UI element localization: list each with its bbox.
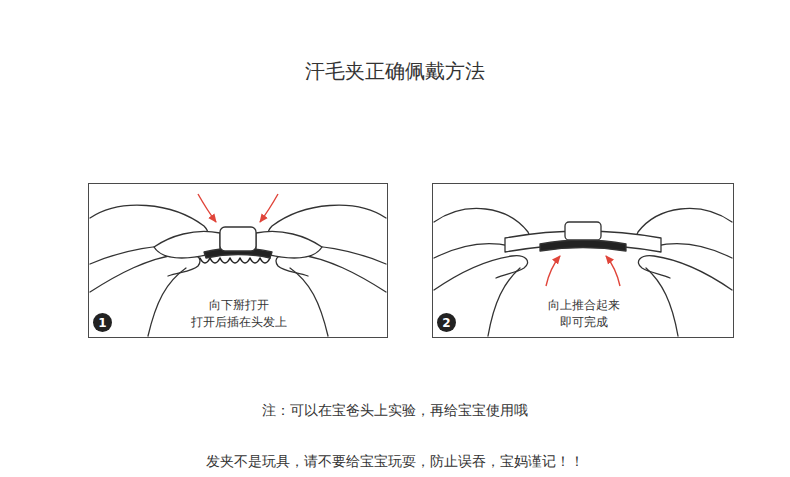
press-arrow <box>198 194 216 222</box>
left-palm <box>148 268 186 336</box>
clip-center <box>220 227 256 251</box>
step-panel: 向下掰打开 打开后插在头发上 1 <box>88 183 388 338</box>
press-arrow <box>260 194 278 222</box>
step-text: 向上推合起来 即可完成 <box>524 297 644 331</box>
left-thumb <box>434 256 528 290</box>
note: 注：可以在宝爸头上实验，再给宝宝使用哦 <box>262 402 528 420</box>
note: 发夹不是玩具，请不要给宝宝玩耍，防止误吞，宝妈谨记！！ <box>206 453 584 471</box>
right-thumb <box>276 254 386 292</box>
clip-teeth <box>200 258 270 263</box>
left-thumb <box>90 254 200 292</box>
title: 汗毛夹正确佩戴方法 <box>305 58 485 85</box>
right-thumb <box>638 256 732 290</box>
left-palm <box>488 268 520 336</box>
callout-number: 1 <box>93 313 112 332</box>
step-panel: 向上推合起来 即可完成 2 <box>432 183 734 338</box>
callout-number: 2 <box>437 313 456 332</box>
clip-strip <box>540 240 626 251</box>
step-text: 向下掰打开 打开后插在头发上 <box>179 297 299 331</box>
push-arrow <box>546 256 560 286</box>
push-arrow <box>606 256 620 286</box>
callout-digit: 2 <box>442 317 450 329</box>
right-palm <box>290 268 328 336</box>
clip-center <box>565 222 601 240</box>
callout-digit: 1 <box>98 317 106 329</box>
right-palm <box>646 268 678 336</box>
